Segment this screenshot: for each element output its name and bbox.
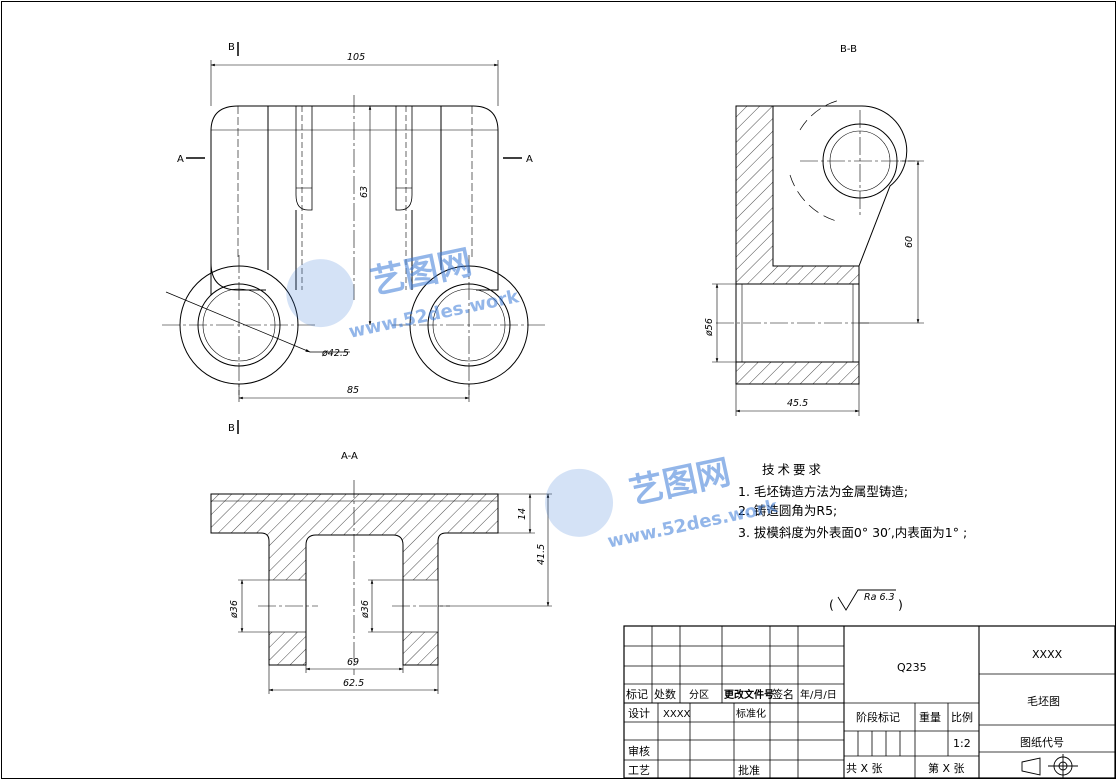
tb-designer: XXXX — [663, 709, 691, 720]
tb-header-signature: 签名 — [772, 687, 794, 701]
dim-top-width: 105 — [347, 52, 365, 63]
tb-drawing-id: XXXX — [1032, 648, 1063, 661]
tb-design-label: 设计 — [628, 707, 650, 720]
notes-item-2: 2. 铸造圆角为R5; — [738, 503, 837, 518]
tb-header-count: 处数 — [654, 688, 676, 701]
dim-aa-bore-right: ø36 — [360, 600, 371, 619]
roughness-open-paren: ( — [829, 597, 834, 612]
section-b-marker-bottom: B — [228, 423, 235, 434]
tb-review-label: 审核 — [628, 744, 650, 758]
projection-symbol-icon — [1021, 754, 1078, 778]
section-b-marker-top: B — [228, 42, 235, 53]
tb-approve-label: 批准 — [738, 763, 760, 777]
tb-material: Q235 — [897, 661, 927, 674]
front-view — [162, 42, 545, 434]
tb-scale-label: 比例 — [951, 710, 973, 724]
bb-title: B-B — [840, 44, 857, 55]
dim-aa-flange: 14 — [517, 508, 528, 520]
dim-center-distance: 85 — [347, 385, 359, 396]
roughness-value: Ra 6.3 — [864, 592, 895, 603]
tb-weight-label: 重量 — [919, 710, 941, 724]
tb-part-name: 毛坯图 — [1027, 695, 1060, 708]
tb-header-change-doc: 更改文件号 — [724, 688, 774, 701]
tb-drawing-code-label: 图纸代号 — [1020, 736, 1064, 749]
tb-header-mark: 标记 — [626, 687, 648, 701]
dim-bb-height: 60 — [904, 236, 915, 248]
tb-sheets-total: 共 X 张 — [846, 762, 883, 775]
dim-bb-width: 45.5 — [787, 398, 808, 409]
watermark-1: 艺图网 www.52des.work — [286, 242, 522, 343]
dim-aa-outer-width: 62.5 — [343, 678, 364, 689]
notes-item-1: 1. 毛坯铸造方法为金属型铸造; — [738, 484, 908, 499]
tb-header-date: 年/月/日 — [800, 688, 837, 701]
notes-title: 技术要求 — [762, 462, 824, 477]
roughness-close-paren: ) — [898, 597, 903, 612]
roughness-symbol — [837, 589, 896, 611]
tb-scale-value: 1:2 — [953, 737, 971, 750]
dim-bb-diameter: ø56 — [704, 318, 715, 337]
watermark-brand-1: 艺图网 — [367, 242, 475, 302]
dim-top-height: 63 — [359, 186, 370, 198]
dim-aa-height: 41.5 — [536, 544, 547, 565]
bb-view — [712, 99, 924, 416]
tb-sheet-number: 第 X 张 — [928, 761, 965, 775]
title-block — [623, 625, 1116, 779]
dim-aa-bore-left: ø36 — [229, 600, 240, 619]
dim-aa-inner-width: 69 — [347, 657, 359, 668]
tb-standardize-label: 标准化 — [736, 707, 766, 720]
tb-header-zone: 分区 — [689, 689, 709, 701]
aa-title: A-A — [341, 451, 358, 462]
watermark-brand-2: 艺图网 — [626, 452, 734, 512]
dim-hole-diameter: ø42.5 — [321, 348, 349, 359]
aa-view — [210, 480, 552, 694]
notes-item-3: 3. 拔模斜度为外表面0° 30′,内表面为1° ; — [738, 525, 967, 540]
section-a-marker-right: A — [526, 154, 533, 165]
tb-stage-label: 阶段标记 — [856, 710, 900, 724]
section-a-marker-left: A — [177, 154, 184, 165]
tb-process-label: 工艺 — [628, 764, 650, 777]
